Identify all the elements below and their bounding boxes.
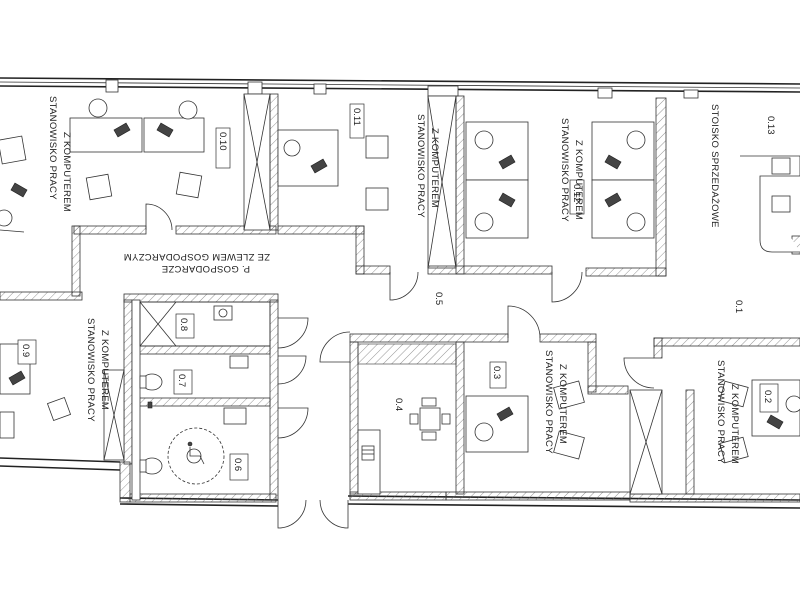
room-0-9-number: 0.9 [20,344,31,357]
room-0-3-use: STANOWISKO PRACY [543,350,554,454]
room-0-2-number: 0.2 [762,390,773,403]
room-0-11-use: STANOWISKO PRACY [415,114,426,218]
room-0-13-use: STOISKO SPRZEDAŻOWE [709,104,720,228]
bathroom-fixtures [139,301,271,485]
room-0-5-number: 0.5 [433,292,444,305]
furniture-room-0-4 [357,397,451,495]
exterior-walls [0,77,800,509]
room-0-10-use: STANOWISKO PRACY [47,96,58,200]
furniture-room-0-12 [465,121,655,239]
room-0-12-use2: Z KOMPUTEREM [573,140,584,220]
furniture-room-0-10 [0,98,205,227]
room-0-4-number: 0.4 [393,398,404,411]
room-0-7-number: 0.7 [176,374,187,387]
room-0-9-use: STANOWISKO PRACY [85,318,96,422]
room-0-8-number: 0.8 [178,318,189,331]
wheelchair-icon [186,441,205,465]
room-0-2-use2: Z KOMPUTEREM [729,384,740,464]
room-0-2-use: STANOWISKO PRACY [715,360,726,464]
interior-walls [0,93,800,501]
room-0-3-use2: Z KOMPUTEREM [557,364,568,444]
furniture-room-0-13 [740,155,800,253]
room-0-1-number: 0.1 [733,300,744,313]
room-0-12-use: STANOWISKO PRACY [559,118,570,222]
room-0-11-use2: Z KOMPUTEREM [429,128,440,208]
furniture-room-0-11 [277,129,389,211]
room-0-6-number: 0.6 [232,458,243,471]
room-0-13-number: 0.13 [765,116,776,135]
doors [0,203,655,529]
room-0-10-number: 0.10 [217,132,228,151]
room-0-12-number: 0.12 [571,184,582,203]
room-0-9-use2: Z KOMPUTEREM [99,330,110,410]
room-labels: STANOWISKO PRACY Z KOMPUTEREM 0.10 0.11 … [17,96,779,481]
room-0-11-number: 0.11 [351,108,362,126]
room-0-10-use2: Z KOMPUTEREM [61,132,72,212]
furniture-room-0-3 [465,380,585,460]
room-0-3-number: 0.3 [491,366,502,379]
utility-room-use2: ZE ZLEWEM GOSPODARCZYM [124,251,270,262]
utility-room-use: P. GOSPODARCZE [162,263,251,274]
